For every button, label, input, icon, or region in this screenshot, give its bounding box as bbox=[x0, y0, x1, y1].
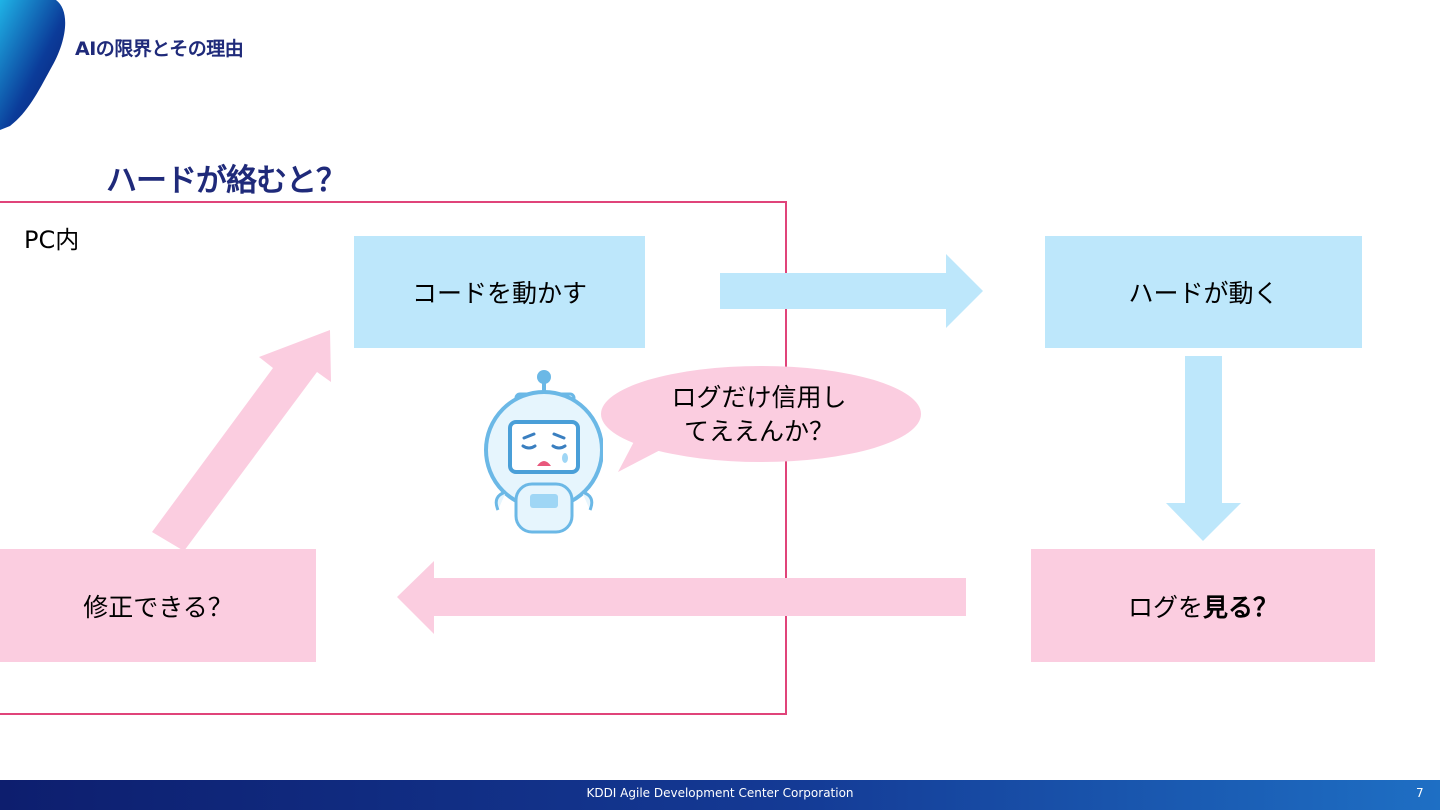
step-can-fix: 修正できる？ bbox=[0, 549, 316, 662]
step-hardware-moves: ハードが動く bbox=[1045, 236, 1362, 348]
arrow-left bbox=[397, 561, 966, 634]
header-title: AIの限界とその理由 bbox=[75, 38, 244, 60]
speech-bubble bbox=[601, 366, 921, 472]
speech-bubble-text: ログだけ信用し てええんか？ bbox=[628, 381, 890, 449]
corner-decoration bbox=[0, 0, 66, 130]
see-log-emphasis: 見る？ bbox=[1203, 592, 1279, 622]
footer-company: KDDI Agile Development Center Corporatio… bbox=[586, 786, 854, 800]
pc-label: PC内 bbox=[24, 226, 80, 254]
footer-bar bbox=[0, 780, 1440, 810]
sad-robot-icon bbox=[484, 370, 603, 534]
speech-line-2: てええんか？ bbox=[683, 417, 834, 446]
page-number: 7 bbox=[1416, 786, 1424, 800]
arrow-right bbox=[720, 254, 983, 328]
speech-line-1: ログだけ信用し bbox=[671, 383, 847, 412]
step-see-log: ログを見る？ bbox=[1031, 549, 1375, 662]
arrow-down bbox=[1166, 356, 1241, 541]
step-run-code: コードを動かす bbox=[354, 236, 645, 348]
arrow-up-right bbox=[152, 330, 331, 551]
see-log-prefix: ログを bbox=[1127, 592, 1203, 622]
slide-heading: ハードが絡むと？ bbox=[106, 163, 347, 199]
